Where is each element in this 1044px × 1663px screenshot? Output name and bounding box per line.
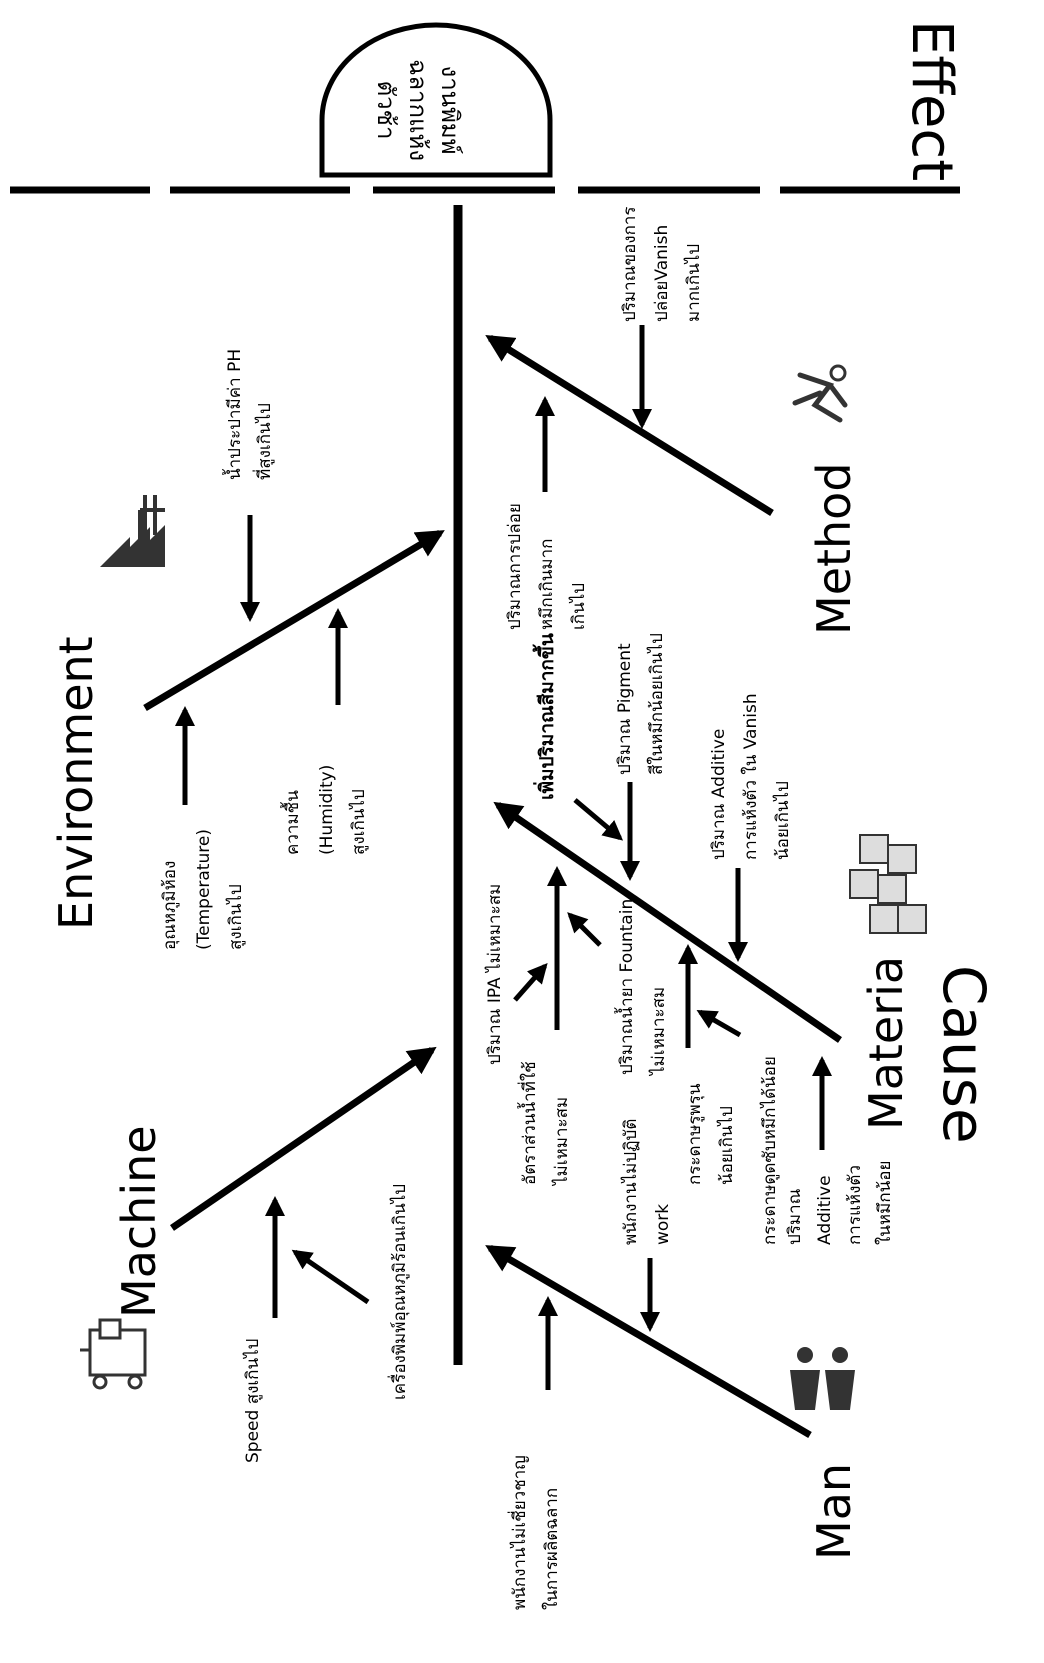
label-paper-absorb: กระดาษดูดซับหมึกได้น้อย (759, 1056, 780, 1245)
label-pigment: ปริมาณ Pigment สีในหมึกน้อยเกินไป (615, 633, 667, 775)
label-fountain-line-2: ไม่เหมาะสม (648, 987, 669, 1077)
label-ph-line-2: ที่สูงเกินไป (252, 403, 275, 480)
label-additive-ink: ปริมาณ Additive การแห้งตัว ในหมึกน้อย (785, 1161, 895, 1245)
label-temperature-line-2: (Temperature) (194, 829, 214, 950)
label-staff-skill-line-2: ในการผลิตฉลาก (541, 1488, 562, 1610)
bone-method (485, 335, 774, 516)
label-ink-release-line-2: หมึกเกินมาก (537, 539, 557, 630)
label-humidity-line-1: ความชื้น (280, 790, 303, 855)
label-additive-vanish-line-1: ปริมาณ Additive (709, 729, 729, 860)
arrow-machine-temp (291, 1249, 370, 1305)
label-more-color: เพิ่มปริมาณสีมากขึ้น (532, 633, 558, 800)
label-speed-line-1: Speed สูงเกินไป (242, 1339, 263, 1463)
label-machine-temp-line-1: เครื่องพิมพ์อุณหภูมิร้อนเกินไป (387, 1184, 410, 1400)
category-method: Method (807, 462, 861, 635)
label-paper-porous-line-1: กระดาษรูพรุน (685, 1083, 705, 1185)
arrow-ipa (513, 963, 548, 1002)
bone-materia (493, 801, 842, 1043)
label-additive-vanish: ปริมาณ Additive การแห้งตัว ใน Vanish น้อ… (709, 693, 793, 860)
arrow-more-color (573, 798, 624, 841)
effect-head-shape (319, 22, 553, 178)
label-machine-temp: เครื่องพิมพ์อุณหภูมิร้อนเกินไป (387, 1184, 410, 1400)
label-fountain-line-1: ปริมาณน้ำยา Fountain (614, 899, 637, 1075)
label-ink-release: ปริมาณการปล่อย หมึกเกินมาก เกินไป (505, 503, 589, 630)
effect-label: Effect (899, 20, 964, 181)
label-ph: น้ำประปามีค่า PH ที่สูงเกินไป (222, 349, 275, 480)
label-pigment-line-1: ปริมาณ Pigment (615, 643, 635, 775)
label-paper-porous-line-2: น้อยเกินไป (716, 1106, 737, 1185)
label-ink-release-line-3: เกินไป (568, 583, 589, 630)
label-pigment-line-2: สีในหมึกน้อยเกินไป (646, 633, 667, 775)
label-ipa-line-1: ปริมาณ IPA ไม่เหมาะสม (484, 884, 505, 1065)
people-icon (790, 1347, 855, 1410)
label-additive-ink-line-2: Additive (815, 1175, 835, 1245)
label-additive-ink-line-1: ปริมาณ (785, 1188, 805, 1245)
label-ph-line-1: น้ำประปามีค่า PH (222, 349, 245, 480)
label-ink-release-line-1: ปริมาณการปล่อย (505, 503, 525, 630)
machine-icon (80, 1318, 147, 1390)
label-additive-vanish-line-3: น้อยเกินไป (772, 781, 793, 860)
label-humidity-line-2: (Humidity) (317, 765, 337, 855)
label-vanish-release-line-1: ปริมาณของการ (620, 206, 640, 322)
label-vanish-release-line-2: ปล่อยVanish (652, 225, 672, 322)
label-humidity-line-3: สูงเกินไป (348, 789, 369, 855)
bone-man (485, 1244, 812, 1439)
label-staff-skill: พนักงานไม่เชี่ยวชาญ ในการผลิตฉลาก (507, 1455, 562, 1610)
label-temperature-line-1: อุณหภูมิห้อง (160, 861, 180, 950)
label-paper-porous: กระดาษรูพรุน น้อยเกินไป (685, 1083, 737, 1185)
label-more-color-line-1: เพิ่มปริมาณสีมากขึ้น (532, 633, 558, 800)
label-speed: Speed สูงเกินไป (242, 1339, 263, 1463)
cause-label: Cause (930, 965, 998, 1144)
label-vanish-release: ปริมาณของการ ปล่อยVanish มากเกินไป (620, 206, 704, 322)
running-person-icon (792, 364, 848, 423)
label-mix-ratio-line-1: อัตราส่วนน้ำที่ใช้ (517, 1061, 540, 1185)
tree-icon (100, 495, 165, 567)
arrow-fountain (567, 912, 602, 947)
label-fountain: ปริมาณน้ำยา Fountain ไม่เหมาะสม (614, 899, 669, 1077)
label-staff-not-follow-line-1: พนักงานไม่ปฏิบัติ (620, 1119, 641, 1245)
label-temperature: อุณหภูมิห้อง (Temperature) สูงเกินไป (160, 829, 246, 950)
effect-head-line-1: งานพิมพ์ (436, 65, 464, 154)
boxes-icon (849, 834, 927, 934)
label-additive-ink-line-3: การแห้งตัว (845, 1165, 865, 1245)
label-temperature-line-3: สูงเกินไป (225, 884, 246, 950)
label-additive-vanish-line-2: การแห้งตัว ใน Vanish (740, 693, 761, 860)
label-staff-not-follow: พนักงานไม่ปฏิบัติ work (620, 1119, 673, 1245)
arrow-paper-absorb (696, 1009, 742, 1038)
category-materia: Materia (859, 956, 913, 1130)
category-man: Man (807, 1463, 861, 1560)
category-environment: Environment (49, 636, 103, 930)
label-vanish-release-line-3: มากเกินไป (683, 244, 704, 322)
label-staff-not-follow-line-2: work (653, 1204, 673, 1245)
effect-head-text: งานพิมพ์ ฉลากแห้ง ตัวช้า (372, 59, 464, 161)
label-humidity: ความชื้น (Humidity) สูงเกินไป (280, 765, 369, 855)
category-machine: Machine (112, 1125, 166, 1318)
bone-environment (143, 529, 445, 712)
bone-machine (170, 1046, 437, 1231)
label-mix-ratio-line-2: ไม่เหมาะสม (551, 1097, 572, 1187)
label-mix-ratio: อัตราส่วนน้ำที่ใช้ ไม่เหมาะสม (517, 1061, 572, 1187)
effect-head-line-3: ตัวช้า (372, 81, 400, 140)
effect-head-line-2: ฉลากแห้ง (404, 59, 432, 161)
label-additive-ink-line-4: ในหมึกน้อย (874, 1161, 895, 1245)
label-staff-skill-line-1: พนักงานไม่เชี่ยวชาญ (507, 1455, 530, 1610)
label-ipa: ปริมาณ IPA ไม่เหมาะสม (484, 884, 505, 1065)
label-paper-absorb-line-1: กระดาษดูดซับหมึกได้น้อย (759, 1056, 780, 1245)
